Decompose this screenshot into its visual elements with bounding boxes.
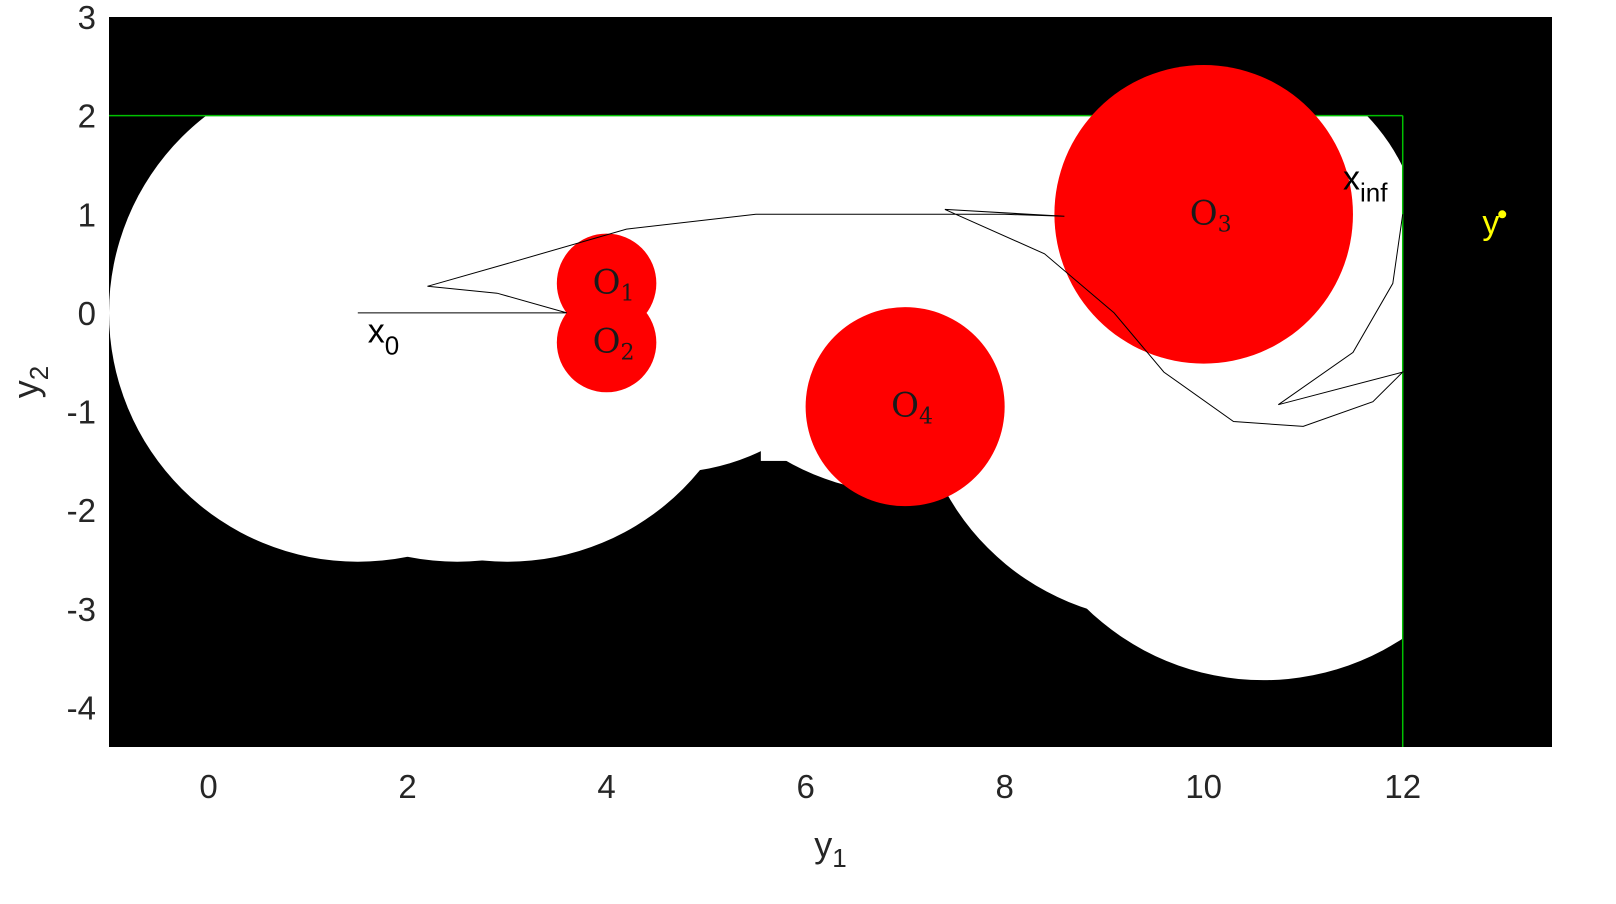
obstacle-label-main: O — [891, 386, 919, 426]
annotation-main: y — [1482, 204, 1499, 242]
annotation-main: x — [368, 313, 385, 351]
y-axis-label: y2 — [5, 366, 54, 398]
x-tick-label: 0 — [199, 768, 217, 805]
y-tick-label: 1 — [78, 196, 96, 233]
annotation-0: x0 — [368, 313, 399, 361]
obstacle-2 — [556, 292, 657, 393]
x-tick-label: 6 — [796, 768, 814, 805]
obstacle-label-main: O — [593, 262, 621, 302]
obstacle-label-4: O4 — [891, 386, 933, 430]
obstacle-label-sub: 1 — [620, 281, 634, 306]
x-tick-label: 4 — [597, 768, 615, 805]
obstacle-label-1: O1 — [593, 262, 635, 306]
obstacle-label-sub: 2 — [620, 341, 634, 366]
x-tick-label: 12 — [1384, 768, 1421, 805]
trajectory — [357, 208, 1405, 427]
target-point — [1498, 210, 1507, 219]
y-tick-label: 3 — [78, 0, 96, 36]
obstacle-label-2: O2 — [593, 322, 635, 366]
y-tick-label: -4 — [67, 690, 96, 727]
annotation-1: xinf — [1343, 160, 1388, 208]
y-tick-label: -1 — [67, 394, 96, 431]
annotation-sub: inf — [1360, 178, 1388, 208]
obstacle-label-sub: 3 — [1218, 212, 1232, 237]
y-tick-label: -2 — [67, 492, 96, 529]
x-tick-label: 8 — [995, 768, 1013, 805]
annotation-main: x — [1343, 160, 1360, 198]
obstacle-label-main: O — [593, 322, 621, 362]
obstacle-label-sub: 4 — [919, 405, 933, 430]
x-tick-label: 2 — [398, 768, 416, 805]
obstacle-4 — [805, 307, 1005, 507]
x-axis-label-sub: 1 — [832, 843, 846, 873]
obstacle-3 — [1054, 65, 1353, 364]
x-axis-label: y1 — [814, 824, 846, 873]
y-tick-label: -3 — [67, 591, 96, 628]
x-tick-label: 10 — [1185, 768, 1222, 805]
annotation-sub: 0 — [385, 331, 399, 361]
annotation-2: yd — [1482, 204, 1513, 252]
y-axis-label-sub: 2 — [24, 366, 54, 380]
y-tick-label: 2 — [78, 98, 96, 135]
x-axis-label-main: y — [814, 824, 832, 865]
obstacle-label-3: O3 — [1190, 193, 1232, 237]
obstacle-label-main: O — [1190, 193, 1218, 233]
annotation-sub: d — [1499, 222, 1513, 252]
y-axis-label-main: y — [5, 380, 46, 398]
y-tick-label: 0 — [78, 295, 96, 332]
